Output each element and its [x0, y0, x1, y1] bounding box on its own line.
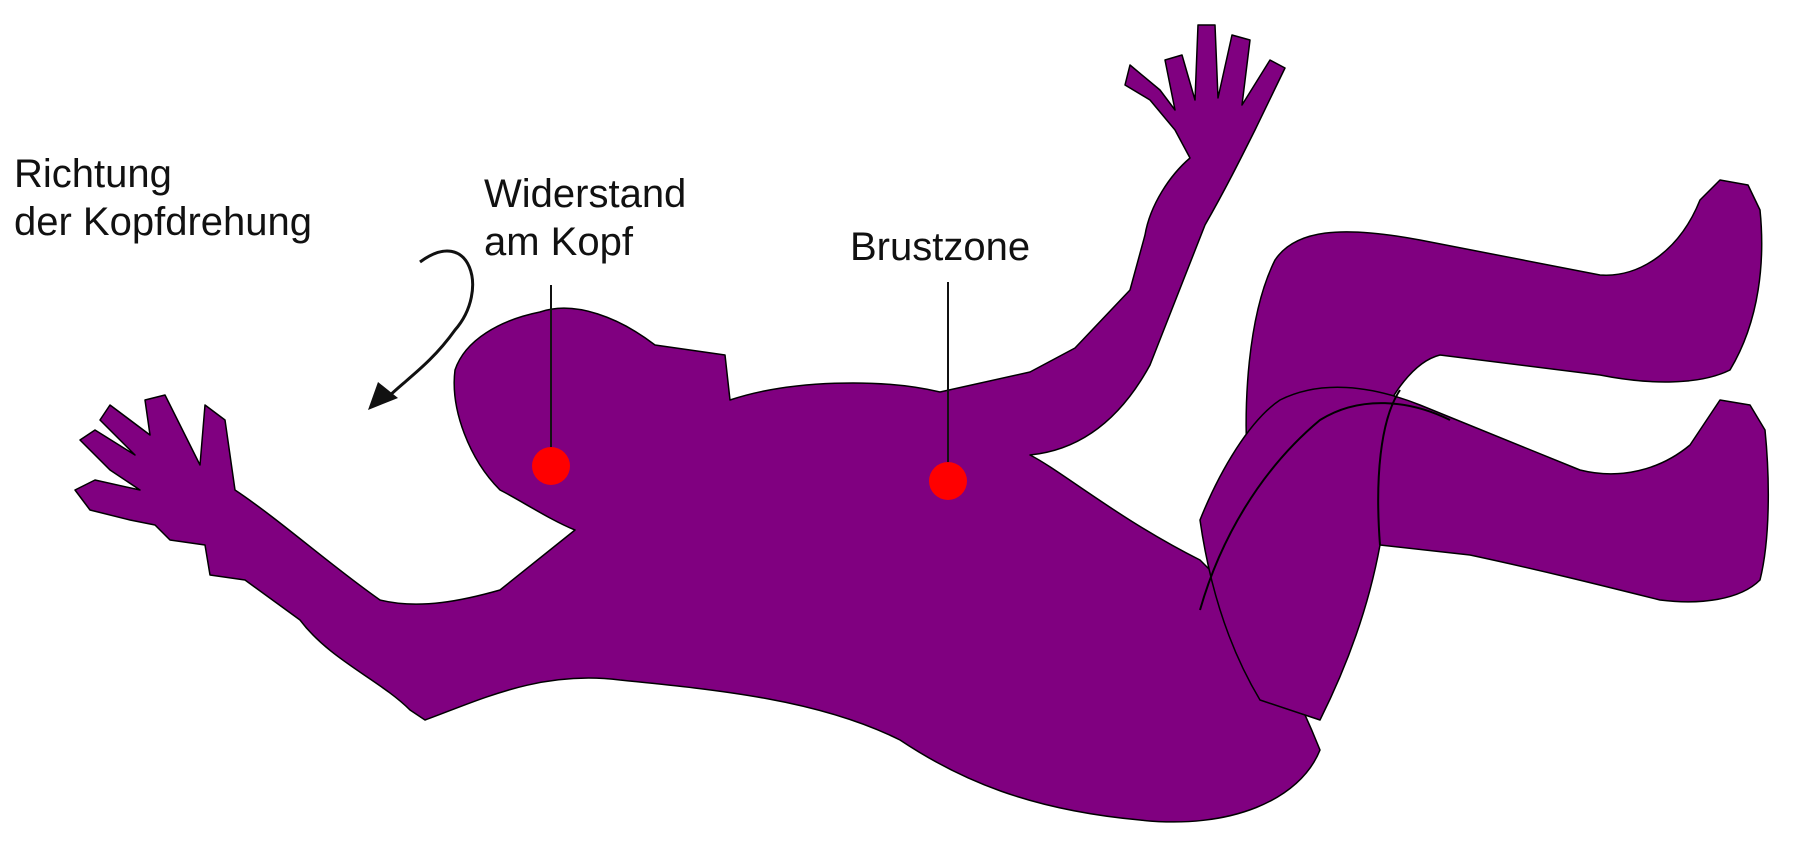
- chest-zone-label: Brustzone: [850, 223, 1030, 271]
- resistance-label-line1: Widerstand: [484, 170, 686, 218]
- chest-marker: [929, 462, 967, 500]
- body-silhouette: [75, 25, 1768, 822]
- resistance-label-line2: am Kopf: [484, 218, 686, 266]
- resistance-marker: [532, 447, 570, 485]
- rotation-label-line1: Richtung: [14, 150, 312, 198]
- head-resistance-label: Widerstand am Kopf: [484, 170, 686, 266]
- arrow-head: [368, 382, 398, 410]
- torso-shape: [75, 25, 1320, 822]
- rotation-direction-label: Richtung der Kopfdrehung: [14, 150, 312, 246]
- rotation-label-line2: der Kopfdrehung: [14, 198, 312, 246]
- lower-leg-shape: [1200, 387, 1768, 720]
- chest-label-text: Brustzone: [850, 223, 1030, 271]
